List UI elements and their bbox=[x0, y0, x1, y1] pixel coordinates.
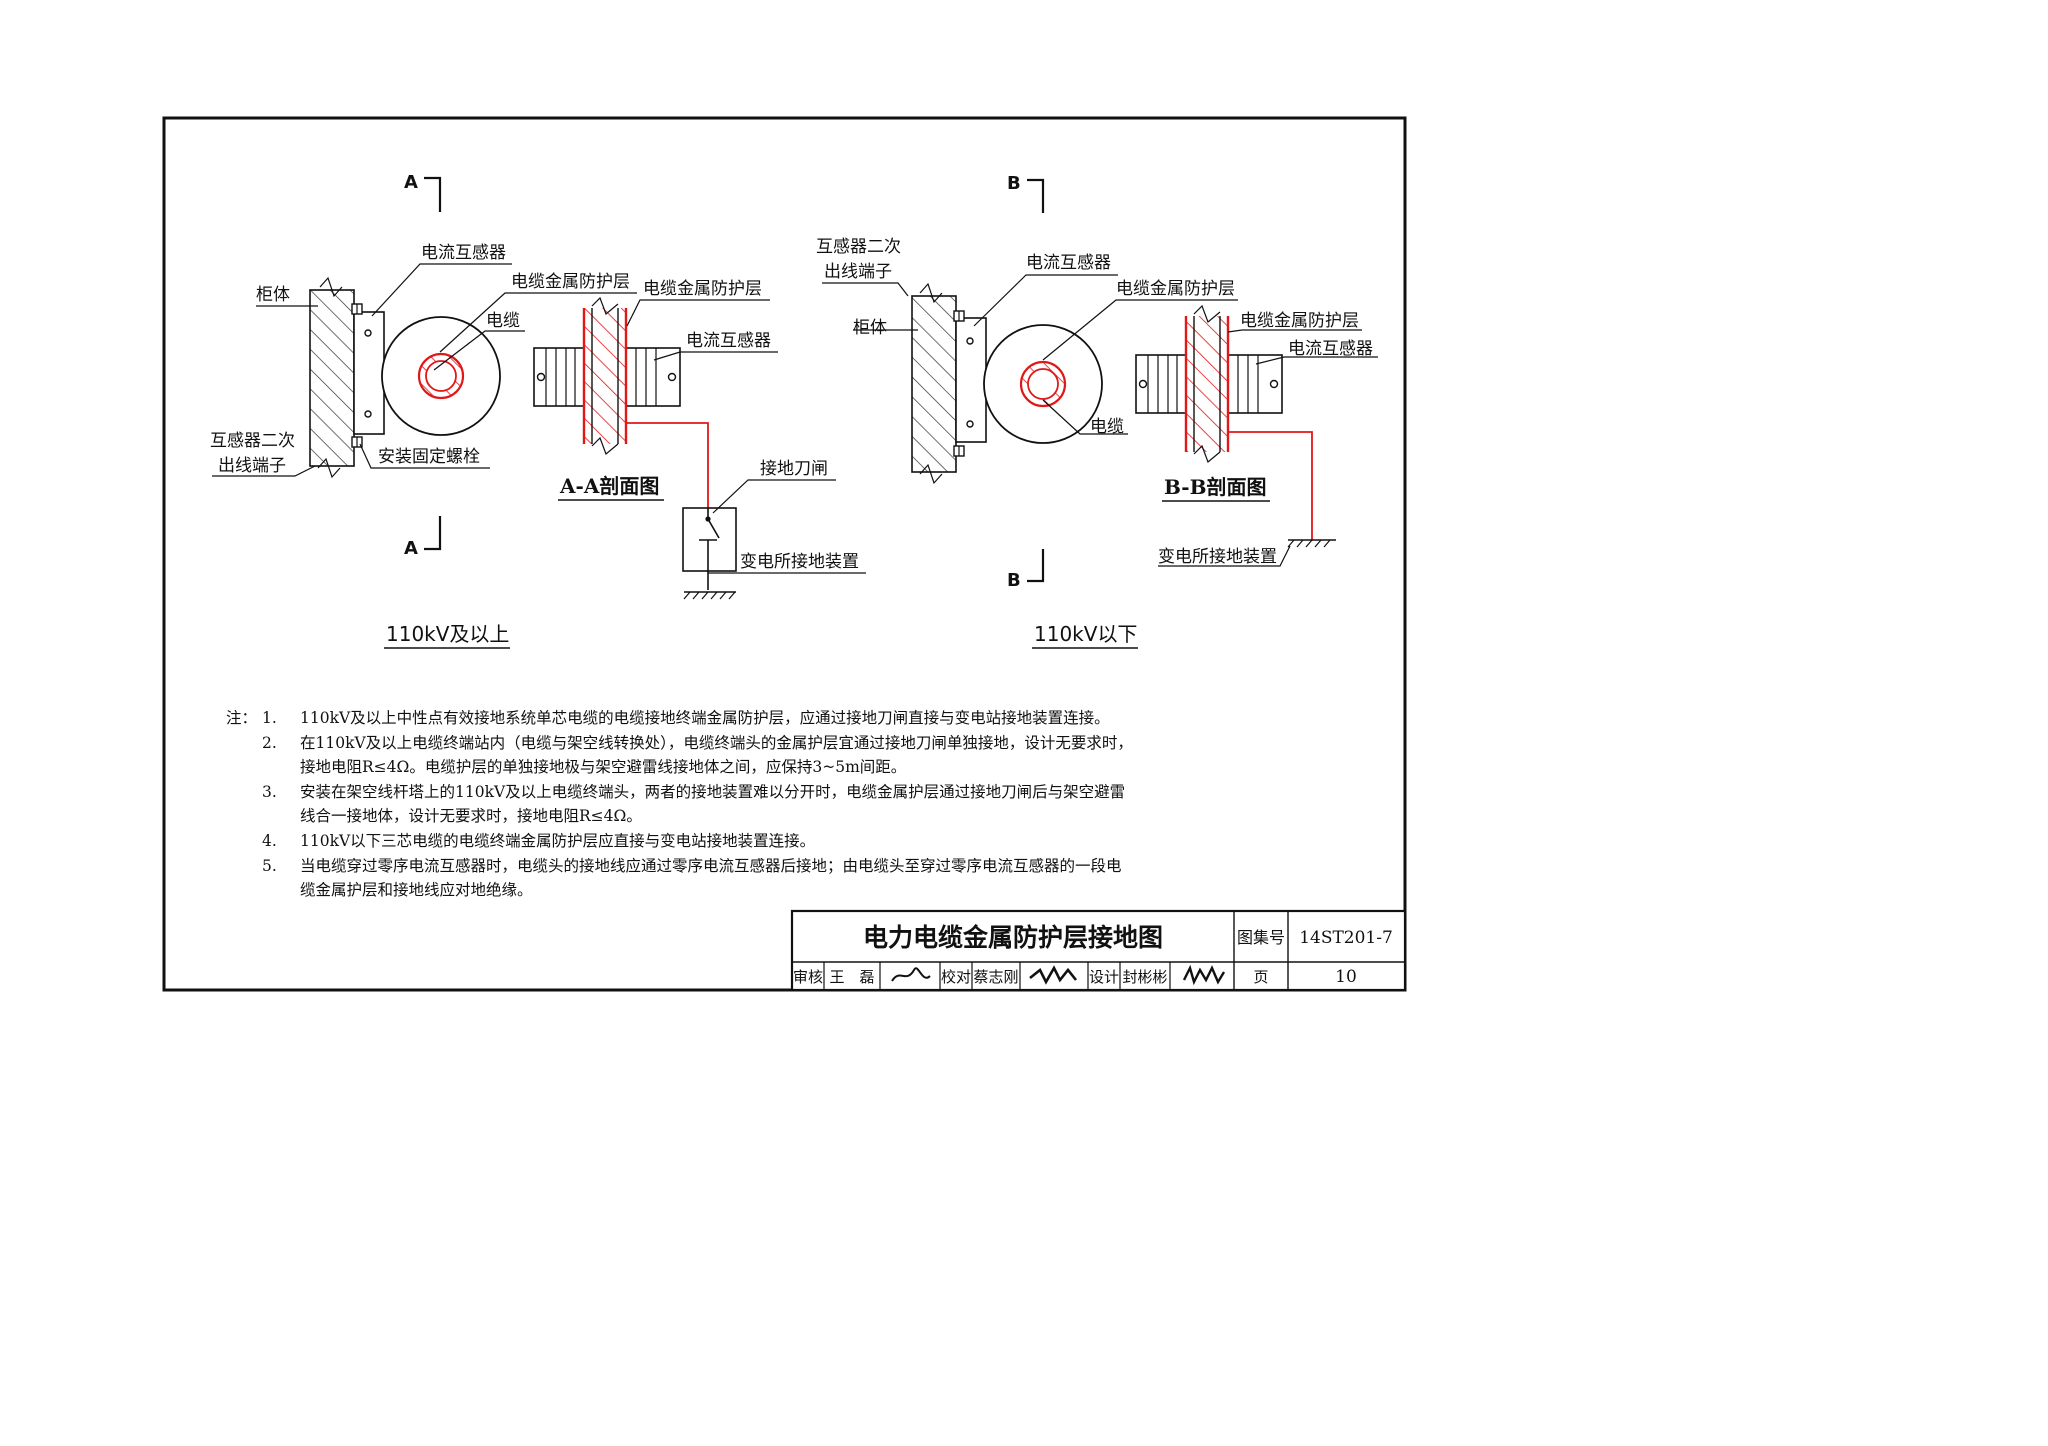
page-label: 页 bbox=[1253, 968, 1268, 986]
leaders-right bbox=[822, 274, 1378, 567]
earth-ground-icon bbox=[683, 591, 736, 600]
note-line: 线合一接地体，设计无要求时，接地电阻R≤4Ω。 bbox=[226, 804, 1306, 829]
note-line: 2. 在110kV及以上电缆终端站内（电缆与架空线转换处），电缆终端头的金属护层宜… bbox=[226, 731, 1306, 756]
caption-110kv-below: 110kV以下 bbox=[1034, 622, 1137, 646]
label-ct-top-left: 电流互感器 bbox=[421, 243, 506, 263]
note-text: 缆金属护层和接地线应对地绝缘。 bbox=[300, 881, 533, 900]
reviewer-name: 王 磊 bbox=[829, 968, 874, 986]
cable-core-b bbox=[1027, 368, 1059, 400]
note-number: 5. bbox=[262, 856, 277, 875]
leaders-left bbox=[212, 263, 866, 574]
label-substation-ground-left: 变电所接地装置 bbox=[740, 552, 859, 572]
design-label: 设计 bbox=[1089, 968, 1119, 986]
terminal-dot-bottom-b bbox=[966, 420, 974, 428]
note-text: 当电缆穿过零序电流互感器时，电缆头的接地线应通过零序电流互感器后接地；由电缆头至… bbox=[300, 856, 1122, 875]
note-line: 缆金属护层和接地线应对地绝缘。 bbox=[226, 878, 1306, 903]
note-line: 5. 当电缆穿过零序电流互感器时，电缆头的接地线应通过零序电流互感器后接地；由电缆… bbox=[226, 854, 1306, 879]
section-title-aa: A-A剖面图 bbox=[559, 474, 659, 498]
section-bracket-b-top bbox=[1027, 178, 1045, 213]
terminal-dot-bottom bbox=[364, 410, 372, 418]
note-line: 4. 110kV以下三芯电缆的电缆终端金属防护层应直接与变电站接地装置连接。 bbox=[226, 829, 1306, 854]
bb-section-view bbox=[1135, 304, 1283, 464]
label-grounding-switch: 接地刀闸 bbox=[760, 459, 828, 479]
note-text: 110kV及以上中性点有效接地系统单芯电缆的电缆接地终端金属防护层，应通过接地刀… bbox=[300, 709, 1110, 727]
note-line: 接地电阻R≤4Ω。电缆护层的单独接地极与架空避雷线接地体之间，应保持3~5m间距… bbox=[226, 755, 1306, 780]
aa-section-view bbox=[533, 296, 681, 456]
note-text: 线合一接地体，设计无要求时，接地电阻R≤4Ω。 bbox=[300, 807, 642, 826]
label-cabinet-right: 柜体 bbox=[853, 318, 887, 338]
review-label: 审核 bbox=[793, 968, 823, 986]
note-number: 2. bbox=[262, 733, 277, 752]
grounding-switch-icon bbox=[682, 507, 737, 590]
label-sheath-ring-left: 电缆金属防护层 bbox=[511, 272, 630, 292]
section-bracket-a-bottom bbox=[424, 516, 442, 551]
section-mark-a-top: A bbox=[404, 172, 418, 193]
section-bracket-a-top bbox=[424, 176, 442, 212]
section-mark-b-bottom: B bbox=[1007, 570, 1021, 591]
label-secondary-terminal-right-1: 互感器二次 bbox=[816, 237, 901, 257]
section-mark-b-top: B bbox=[1007, 173, 1021, 194]
caption-110kv-above: 110kV及以上 bbox=[386, 622, 509, 646]
terminal-dot-top-b bbox=[966, 337, 974, 345]
atlas-number: 14ST201-7 bbox=[1299, 928, 1393, 948]
reviewer-signature bbox=[891, 967, 931, 982]
left-diagram: A A bbox=[210, 172, 866, 649]
check-label: 校对 bbox=[941, 968, 971, 986]
label-cable-right: 电缆 bbox=[1090, 417, 1124, 437]
note-number: 4. bbox=[262, 831, 277, 850]
title-block: 电力电缆金属防护层接地图 图集号 14ST201-7 审核 王 磊 校对 蔡志刚… bbox=[790, 909, 1407, 992]
page-number: 10 bbox=[1335, 967, 1357, 987]
atlas-label: 图集号 bbox=[1237, 928, 1285, 947]
section-mark-a-bottom: A bbox=[404, 538, 418, 559]
label-substation-ground-right: 变电所接地装置 bbox=[1158, 547, 1277, 567]
cabinet-wall bbox=[309, 276, 355, 479]
sheet-border bbox=[162, 116, 1407, 992]
label-cable-left: 电缆 bbox=[486, 311, 520, 331]
label-ct-section-left: 电流互感器 bbox=[686, 331, 771, 351]
note-number: 1. bbox=[262, 709, 277, 727]
note-text: 110kV以下三芯电缆的电缆终端金属防护层应直接与变电站接地装置连接。 bbox=[300, 831, 816, 850]
right-diagram: B B bbox=[816, 173, 1378, 649]
designer-signature bbox=[1182, 964, 1226, 986]
terminal-dot-top bbox=[364, 329, 372, 337]
label-secondary-terminal-left-2: 出线端子 bbox=[218, 456, 286, 476]
note-text: 安装在架空线杆塔上的110kV及以上电缆终端头，两者的接地装置难以分开时，电缆金… bbox=[300, 782, 1126, 801]
note-line: 3. 安装在架空线杆塔上的110kV及以上电缆终端头，两者的接地装置难以分开时，电… bbox=[226, 780, 1306, 805]
label-sheath-ring-right: 电缆金属防护层 bbox=[1116, 279, 1235, 299]
designer-name: 封彬彬 bbox=[1122, 968, 1167, 986]
checker-name: 蔡志刚 bbox=[973, 968, 1018, 986]
label-cabinet-left: 柜体 bbox=[256, 285, 290, 305]
drawing-sheet: A A bbox=[162, 116, 1407, 992]
label-ct-section-right: 电流互感器 bbox=[1288, 339, 1373, 359]
section-bracket-b-bottom bbox=[1027, 549, 1045, 583]
notes-block: 注：1. 110kV及以上中性点有效接地系统单芯电缆的电缆接地终端金属防护层，应通… bbox=[226, 706, 1306, 903]
label-sheath-section-left: 电缆金属防护层 bbox=[643, 279, 762, 299]
label-mounting-bolt: 安装固定螺栓 bbox=[378, 447, 480, 467]
cabinet-wall-b bbox=[911, 282, 957, 485]
label-sheath-section-right: 电缆金属防护层 bbox=[1240, 311, 1359, 331]
note-line: 注：1. 110kV及以上中性点有效接地系统单芯电缆的电缆接地终端金属防护层，应通… bbox=[226, 706, 1306, 731]
note-number: 3. bbox=[262, 782, 277, 801]
ground-lead-b bbox=[1228, 431, 1313, 540]
label-secondary-terminal-right-2: 出线端子 bbox=[824, 262, 892, 282]
earth-ground-b-icon bbox=[1287, 539, 1336, 548]
section-title-bb: B-B剖面图 bbox=[1164, 475, 1266, 499]
label-secondary-terminal-left-1: 互感器二次 bbox=[210, 431, 295, 451]
mounting-bolt-icon bbox=[351, 303, 363, 448]
checker-signature bbox=[1029, 965, 1078, 985]
drawing-title: 电力电缆金属防护层接地图 bbox=[863, 923, 1163, 952]
cable-core bbox=[425, 360, 457, 392]
label-ct-top-right: 电流互感器 bbox=[1026, 253, 1111, 273]
note-prefix: 注： bbox=[226, 709, 258, 727]
mounting-bolt-b-icon bbox=[953, 310, 965, 457]
note-text: 在110kV及以上电缆终端站内（电缆与架空线转换处），电缆终端头的金属护层宜通过… bbox=[300, 733, 1133, 752]
ground-lead-a bbox=[626, 422, 709, 508]
note-text: 接地电阻R≤4Ω。电缆护层的单独接地极与架空避雷线接地体之间，应保持3~5m间距… bbox=[300, 758, 907, 777]
